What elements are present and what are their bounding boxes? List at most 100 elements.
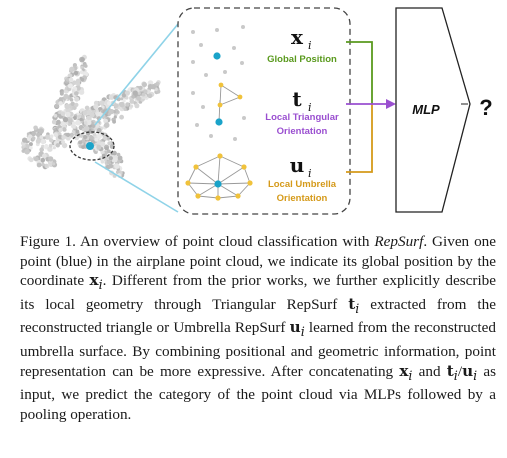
airplane-point — [137, 91, 141, 95]
vector-symbol: u — [290, 153, 305, 177]
airplane-point — [83, 64, 88, 68]
airplane-point — [79, 117, 83, 121]
background-point — [204, 73, 208, 77]
query-point-on-plane — [86, 142, 94, 150]
airplane-point — [24, 148, 30, 155]
airplane-point — [74, 96, 80, 102]
umbrella-edge — [197, 195, 219, 199]
airplane-point-cloud — [20, 54, 161, 178]
airplane-point — [112, 119, 116, 124]
airplane-point — [78, 140, 83, 145]
airplane-point — [49, 134, 54, 138]
airplane-point — [78, 89, 85, 95]
airplane-point — [113, 103, 119, 108]
background-point — [195, 123, 199, 127]
airplane-point — [120, 97, 124, 101]
airplane-point — [52, 162, 56, 166]
umbrella-orientation-diagram — [185, 153, 253, 201]
airplane-point — [44, 134, 51, 140]
math-subscript: i — [355, 300, 360, 316]
airplane-point — [55, 143, 60, 148]
umbrella-edge — [187, 182, 199, 197]
neighbor-point — [235, 193, 241, 199]
airplane-point — [119, 114, 124, 120]
caption-text: as input, we predict the category of the… — [20, 362, 497, 423]
airplane-point — [119, 101, 125, 108]
airplane-point — [74, 91, 79, 96]
airplane-point — [56, 119, 61, 125]
airplane-point — [53, 132, 58, 137]
airplane-point — [38, 128, 44, 134]
airplane-point — [69, 98, 74, 102]
airplane-point — [66, 132, 71, 137]
caption-text: and — [412, 362, 447, 380]
airplane-point — [107, 101, 112, 106]
query-point — [215, 118, 223, 126]
umbrella-edge — [219, 155, 245, 168]
umbrella-edge — [195, 155, 221, 168]
mlp-label: MLP — [412, 102, 440, 117]
airplane-point — [108, 109, 114, 115]
airplane-point — [112, 157, 118, 163]
airplane-point — [49, 138, 54, 143]
figure-caption: Figure 1. An overview of point cloud cla… — [20, 232, 496, 424]
airplane-point — [150, 84, 156, 90]
airplane-point — [39, 147, 44, 152]
neighbor-point — [241, 164, 247, 170]
airplane-point — [71, 89, 75, 93]
zoom-circle — [69, 131, 115, 161]
airplane-point — [65, 111, 71, 117]
global-connector — [346, 41, 373, 104]
airplane-point — [121, 93, 126, 98]
arrow-head-icon — [386, 99, 396, 109]
math-t: t — [446, 361, 454, 380]
zoom-connector-top — [94, 23, 179, 126]
airplane-point — [73, 70, 79, 76]
airplane-point — [112, 150, 117, 156]
triangular-orientation-diagram — [191, 82, 246, 141]
neighbor-point — [217, 153, 223, 159]
airplane-point — [129, 99, 135, 104]
airplane-point — [52, 146, 56, 150]
airplane-point — [75, 129, 80, 134]
airplane-point — [81, 145, 85, 150]
math-subscript: i — [453, 367, 458, 383]
airplane-point — [69, 134, 74, 138]
airplane-point — [40, 157, 46, 163]
airplane-point — [48, 156, 54, 162]
airplane-point — [67, 118, 73, 124]
umbrella-spoke — [217, 166, 245, 185]
airplane-point — [65, 77, 70, 82]
zoom-connector-bottom — [94, 161, 179, 213]
airplane-point — [108, 94, 115, 100]
airplane-point — [33, 156, 39, 162]
airplane-point — [61, 140, 66, 145]
caption-text: extracted from the reconstructed triangl… — [20, 295, 496, 337]
umbrella-connector — [346, 104, 373, 173]
caption-text: / — [457, 362, 463, 380]
airplane-point — [99, 100, 105, 106]
umbrella-edge — [217, 195, 239, 199]
background-point — [233, 137, 237, 141]
airplane-point — [101, 153, 106, 158]
airplane-point — [103, 122, 110, 128]
airplane-point — [113, 115, 117, 119]
airplane-point — [107, 141, 112, 146]
airplane-point — [57, 134, 63, 140]
airplane-point — [134, 103, 140, 109]
airplane-point — [115, 170, 120, 175]
airplane-point — [100, 150, 105, 155]
airplane-point — [123, 107, 127, 111]
concatenation-brackets — [346, 41, 396, 173]
airplane-point — [96, 127, 102, 133]
mlp-block — [395, 7, 471, 213]
background-point — [241, 25, 245, 29]
airplane-point — [48, 143, 53, 148]
airplane-point — [74, 135, 80, 141]
airplane-point — [96, 133, 103, 139]
airplane-point — [39, 135, 44, 139]
airplane-point — [143, 89, 148, 94]
query-point — [214, 180, 222, 188]
airplane-point — [96, 144, 102, 150]
